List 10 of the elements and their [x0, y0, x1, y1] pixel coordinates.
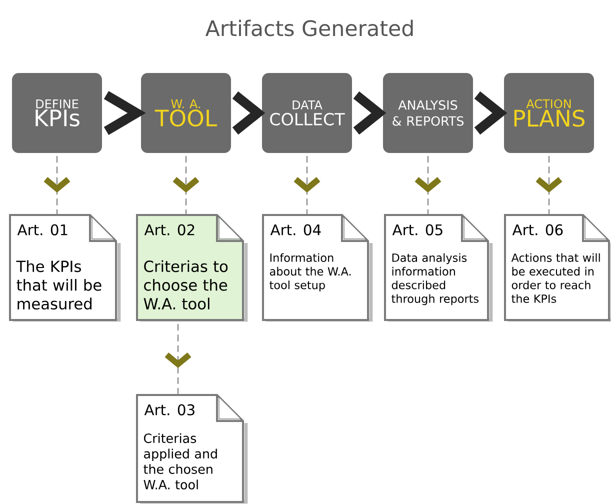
stage-box: DATA COLLECT	[262, 73, 352, 153]
chevron-arrow	[474, 91, 508, 135]
stage-box: W. A. TOOL	[141, 73, 231, 153]
chevron-arrow	[232, 91, 266, 135]
stage-box: DEFINE KPIs	[12, 73, 102, 153]
stage-box: ACTION PLANS	[504, 73, 594, 153]
title: Artifacts Generated	[205, 20, 413, 36]
chevron-arrow	[353, 91, 386, 135]
stage-box: ANALYSIS & REPORTS	[383, 73, 473, 153]
chevron-arrow	[104, 90, 146, 136]
